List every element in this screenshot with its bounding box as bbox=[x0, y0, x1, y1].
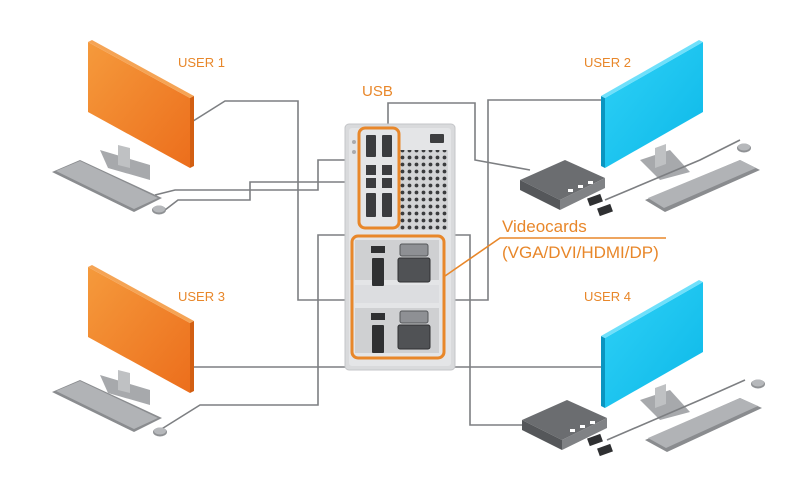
user4-workstation bbox=[522, 280, 765, 457]
keyboard-icon bbox=[645, 160, 760, 212]
monitor-icon bbox=[88, 265, 194, 405]
usb-label: USB bbox=[362, 83, 393, 100]
user2-workstation bbox=[520, 40, 760, 217]
usb-hub-icon bbox=[520, 160, 605, 210]
usb-hub-icon bbox=[522, 400, 607, 450]
keyboard-icon bbox=[52, 160, 162, 212]
keyboard-icon bbox=[645, 398, 762, 452]
videocards-types-label: (VGA/DVI/HDMI/DP) bbox=[502, 243, 659, 262]
mouse-icon bbox=[153, 427, 167, 437]
user3-workstation bbox=[52, 265, 194, 437]
videocard-slots bbox=[355, 240, 439, 353]
videocards-label: Videocards bbox=[502, 217, 587, 236]
mouse-icon bbox=[751, 379, 765, 389]
usb-ports bbox=[366, 135, 392, 217]
monitor-icon bbox=[88, 40, 194, 180]
mouse-icon bbox=[737, 143, 751, 153]
user1-label: USER 1 bbox=[178, 55, 225, 70]
videocards-leader bbox=[444, 237, 666, 277]
usb-highlight bbox=[357, 126, 401, 230]
user4-label: USER 4 bbox=[584, 289, 631, 304]
mouse-icon bbox=[152, 205, 166, 215]
user3-label: USER 3 bbox=[178, 289, 225, 304]
user2-label: USER 2 bbox=[584, 55, 631, 70]
videocard-highlight bbox=[350, 234, 446, 360]
cables bbox=[154, 99, 605, 431]
monitor-icon bbox=[601, 40, 703, 180]
pc-tower-icon bbox=[344, 123, 456, 371]
monitor-icon bbox=[601, 280, 703, 420]
keyboard-icon bbox=[52, 380, 162, 432]
user1-workstation bbox=[52, 40, 194, 215]
